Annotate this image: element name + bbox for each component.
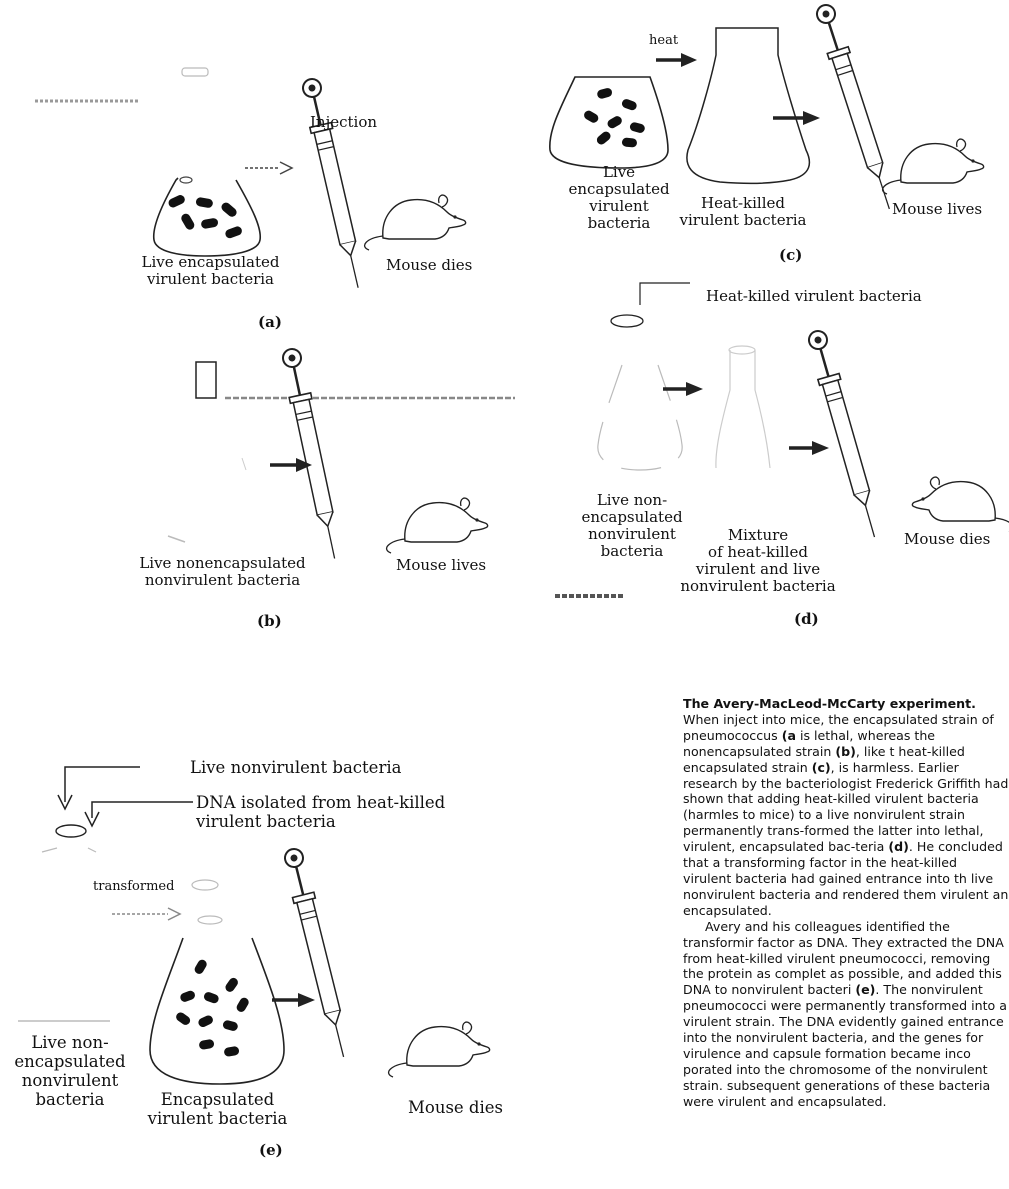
label-d-mixture: Mixture of heat-killed virulent and live…	[680, 526, 836, 595]
label-injection: Injection	[310, 113, 378, 131]
caption-panel-ref: (b)	[835, 743, 856, 759]
caption-text: . The nonvirulent pneumococci were perma…	[683, 982, 1007, 1109]
caption-paragraph-2: Avery and his colleagues identified the …	[683, 919, 1009, 1110]
label-e-live-nonvirulent: Live nonvirulent bacteria	[190, 758, 402, 777]
label-c-outcome: Mouse lives	[892, 200, 983, 218]
label-e-live: Live non- encapsulated nonvirulent bacte…	[14, 1033, 126, 1109]
label-d-heat-killed: Heat-killed virulent bacteria	[706, 287, 922, 305]
label-e-transformed: transformed	[93, 879, 175, 894]
caption-title: The Avery-MacLeod-McCarty experiment.	[683, 696, 976, 711]
label-e-outcome: Mouse dies	[408, 1098, 504, 1117]
panel-b	[167, 345, 515, 563]
label-b-outcome: Mouse lives	[396, 556, 487, 574]
panel-tag-e: (e)	[259, 1141, 283, 1159]
panel-a	[35, 67, 467, 292]
bacteria-a	[168, 195, 242, 239]
caption-paragraph-1: The Avery-MacLeod-McCarty experiment. Wh…	[683, 696, 1009, 919]
label-c-killed: Heat-killed virulent bacteria	[679, 194, 807, 229]
label-a-outcome: Mouse dies	[386, 256, 473, 274]
caption: The Avery-MacLeod-McCarty experiment. Wh…	[683, 696, 1009, 1110]
panel-tag-d: (d)	[794, 610, 819, 628]
label-a-bacteria: Live encapsulated virulent bacteria	[141, 253, 280, 288]
label-c-live: Live encapsulated virulent bacteria	[568, 163, 670, 232]
caption-text: , like t heat-killed encapsulated strain	[683, 743, 965, 775]
caption-p1-body: When inject into mice, the encapsulated …	[683, 712, 1008, 918]
panel-c	[549, 0, 985, 214]
caption-panel-ref: (d)	[888, 839, 909, 855]
panel-tag-b: (b)	[257, 612, 282, 630]
label-e-dna: DNA isolated from heat-killed virulent b…	[196, 793, 446, 831]
label-d-outcome: Mouse dies	[904, 530, 991, 548]
caption-text: When inject into mice, the encapsulated …	[683, 711, 994, 743]
caption-panel-ref: (a	[781, 727, 796, 743]
panel-tag-c: (c)	[779, 246, 803, 264]
caption-text: , is harmless. Earlier research by the b…	[683, 759, 1009, 855]
caption-text: . He concluded that a transforming facto…	[683, 839, 1009, 918]
caption-panel-ref: (c)	[811, 759, 831, 775]
panel-d	[555, 282, 1009, 598]
label-b-bacteria: Live nonencapsulated nonvirulent bacteri…	[139, 554, 306, 589]
bacteria-e	[176, 959, 249, 1057]
panel-tag-a: (a)	[258, 313, 282, 331]
caption-panel-ref: (e)	[855, 982, 876, 998]
panel-e	[18, 766, 491, 1085]
caption-p2-body: Avery and his colleagues identified the …	[683, 919, 1007, 1109]
label-d-live: Live non- encapsulated nonvirulent bacte…	[581, 491, 683, 560]
caption-text: is lethal, whereas the nonencapsulated s…	[683, 727, 936, 759]
label-e-encapsulated: Encapsulated virulent bacteria	[147, 1090, 288, 1128]
caption-text: Avery and his colleagues identified the …	[683, 918, 1004, 998]
bacteria-c	[584, 88, 645, 148]
label-c-heat: heat	[649, 33, 679, 48]
